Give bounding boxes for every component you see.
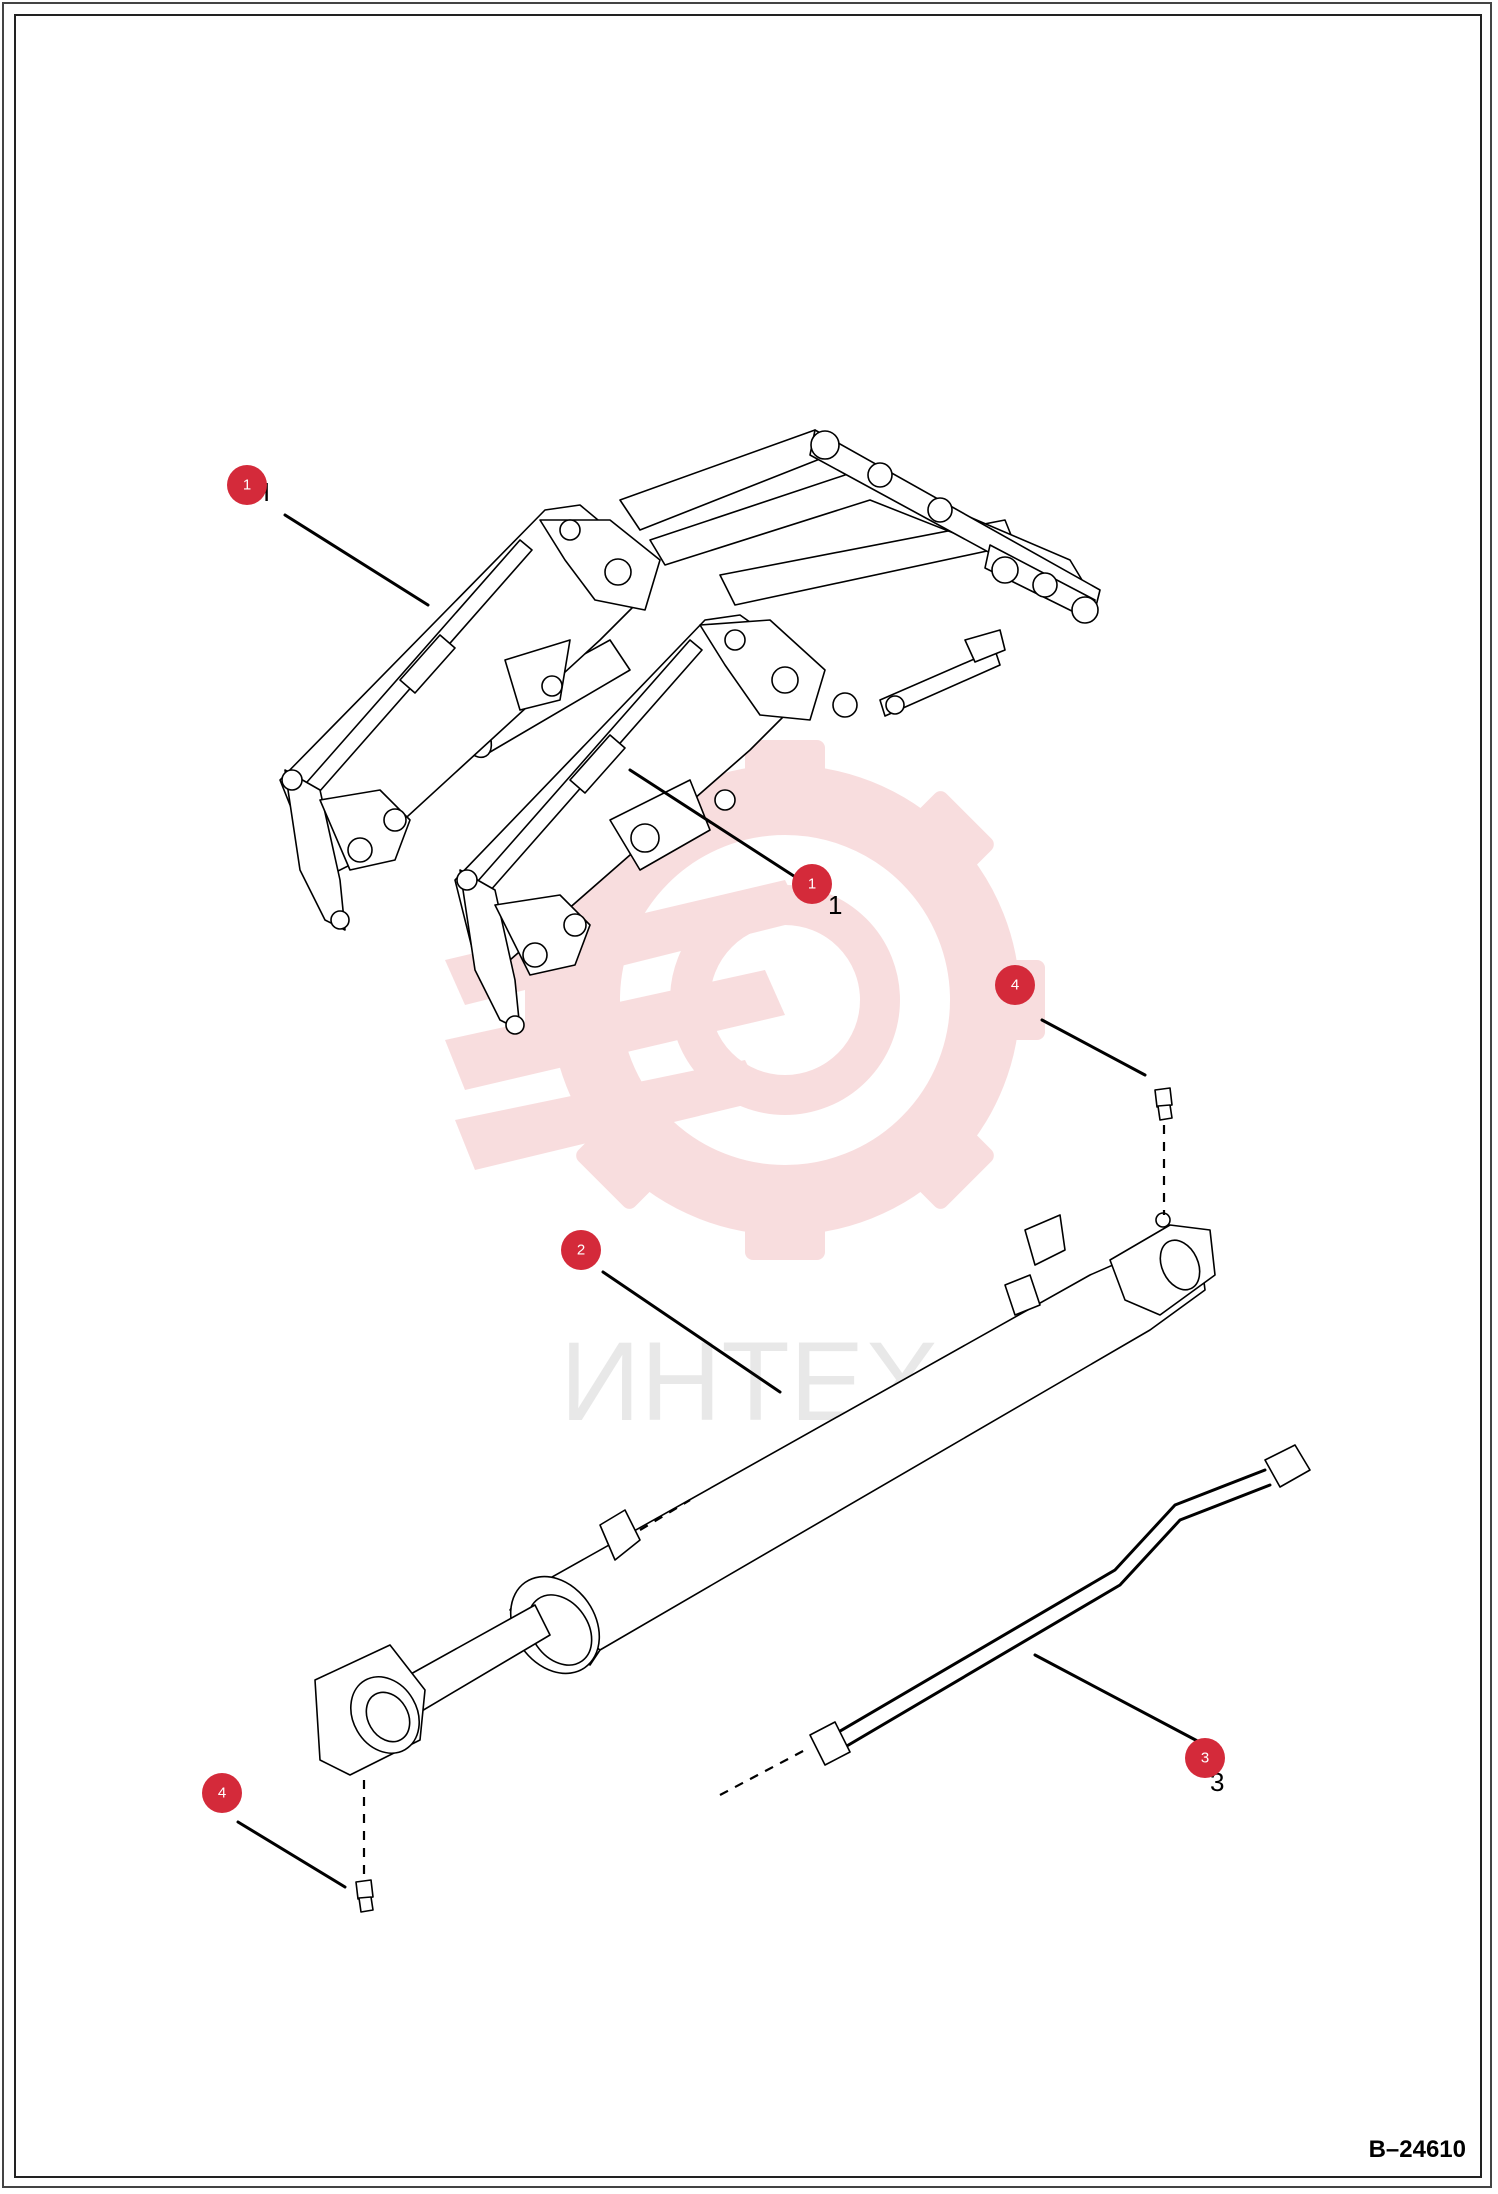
callout-1b[interactable]: 1 <box>792 864 832 904</box>
leader-1b <box>628 768 802 882</box>
stray-mark-1b: 1 <box>828 890 842 920</box>
callout-4a[interactable]: 4 <box>995 965 1035 1005</box>
loader-arm-assembly <box>279 429 1101 1035</box>
svg-text:2: 2 <box>577 1242 585 1259</box>
callout-1a[interactable]: 1 <box>227 465 267 505</box>
grease-fitting-lower <box>355 1780 374 1913</box>
leader-lines <box>236 513 1207 1889</box>
leader-4a <box>1040 1018 1147 1077</box>
grease-fitting-upper <box>1154 1087 1173 1215</box>
reference-code: B–24610 <box>1368 2136 1466 2163</box>
svg-text:1: 1 <box>808 876 816 893</box>
leader-4b <box>236 1820 347 1889</box>
hydraulic-hose <box>719 1444 1311 1796</box>
svg-text:3: 3 <box>1201 1750 1209 1767</box>
svg-text:4: 4 <box>1011 977 1019 994</box>
leader-2 <box>601 1270 782 1394</box>
leader-3 <box>1033 1653 1207 1747</box>
callout-2[interactable]: 2 <box>561 1230 601 1270</box>
inner-frame <box>14 14 1482 2178</box>
svg-text:4: 4 <box>218 1785 226 1802</box>
callout-3[interactable]: 3 <box>1185 1738 1225 1778</box>
stray-mark-1a: I <box>263 477 270 507</box>
leader-1a <box>283 513 430 607</box>
callout-4b[interactable]: 4 <box>202 1773 242 1813</box>
lift-cylinder <box>314 1212 1216 1776</box>
svg-text:1: 1 <box>243 477 251 494</box>
